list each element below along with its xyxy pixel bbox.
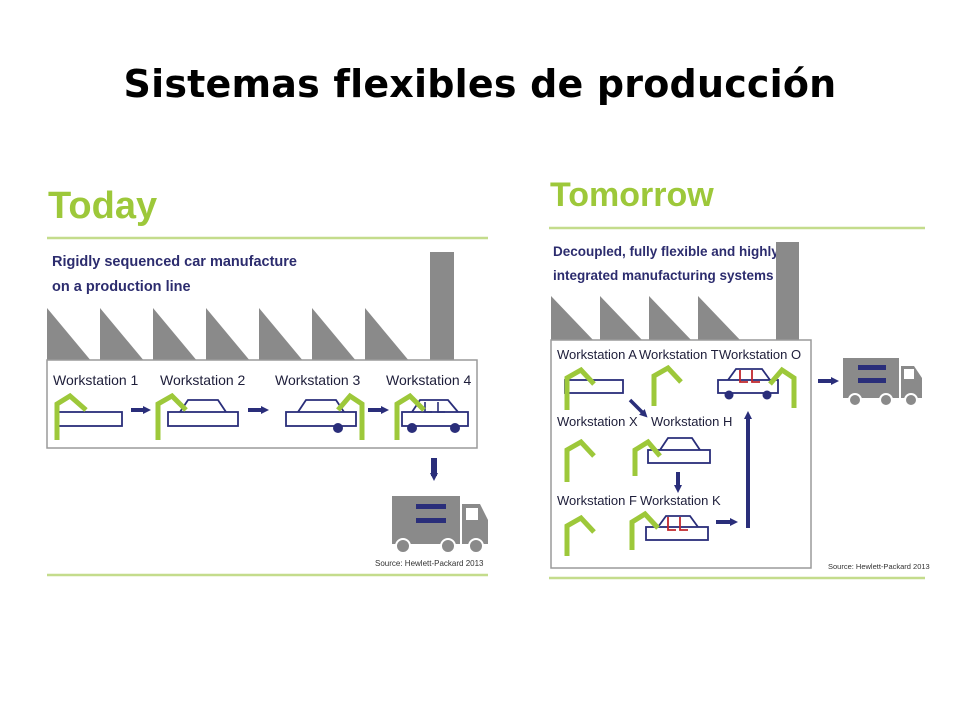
tomorrow-subtitle-line1: Decoupled, fully flexible and highly [553,244,779,259]
tomorrow-source: Source: Hewlett-Packard 2013 [828,562,930,571]
tomorrow-ws-k [629,510,709,550]
today-ws-4-label: Workstation 4 [386,372,472,388]
today-factory-body [46,359,478,449]
tomorrow-factory-roof [551,242,799,342]
today-heading: Today [48,185,157,227]
tomorrow-ws-o [717,366,797,408]
tomorrow-ws-f [564,514,596,556]
tomorrow-truck-icon [843,358,922,407]
today-ws-2-label: Workstation 2 [160,372,246,388]
slide-title: Sistemas flexibles de producción [123,62,837,106]
tomorrow-ws-x-label: Workstation X [557,414,638,429]
today-subtitle-line2: on a production line [52,279,191,295]
today-ws-1-label: Workstation 1 [53,372,139,388]
tomorrow-ws-h-label: Workstation H [651,414,732,429]
tomorrow-panel: Tomorrow Decoupled, fully flexible and h… [549,176,930,580]
today-ws-4 [394,392,469,440]
tomorrow-arrow-a-h [628,398,648,418]
tomorrow-ws-t-label: Workstation T [639,347,719,362]
tomorrow-ws-o-label: Workstation O [719,347,801,362]
tomorrow-ws-a [564,366,624,410]
today-source: Source: Hewlett-Packard 2013 [375,559,484,568]
today-ws-2 [155,392,239,440]
today-truck-icon [392,496,488,554]
tomorrow-ws-x [564,438,596,482]
today-ws-3-label: Workstation 3 [275,372,361,388]
today-panel: Today Rigidly sequenced car manufacture … [46,185,488,577]
tomorrow-subtitle-line2: integrated manufacturing systems [553,268,774,283]
tomorrow-ws-f-label: Workstation F [557,493,637,508]
tomorrow-ws-k-label: Workstation K [640,493,721,508]
tomorrow-heading: Tomorrow [550,176,714,214]
today-ws-1 [54,392,123,440]
tomorrow-ws-a-label: Workstation A [557,347,637,362]
today-factory-roof [47,252,454,362]
tomorrow-ws-t [651,364,683,406]
tomorrow-ws-h [632,437,711,476]
today-ws-3 [285,392,365,440]
today-subtitle-line1: Rigidly sequenced car manufacture [52,254,297,270]
